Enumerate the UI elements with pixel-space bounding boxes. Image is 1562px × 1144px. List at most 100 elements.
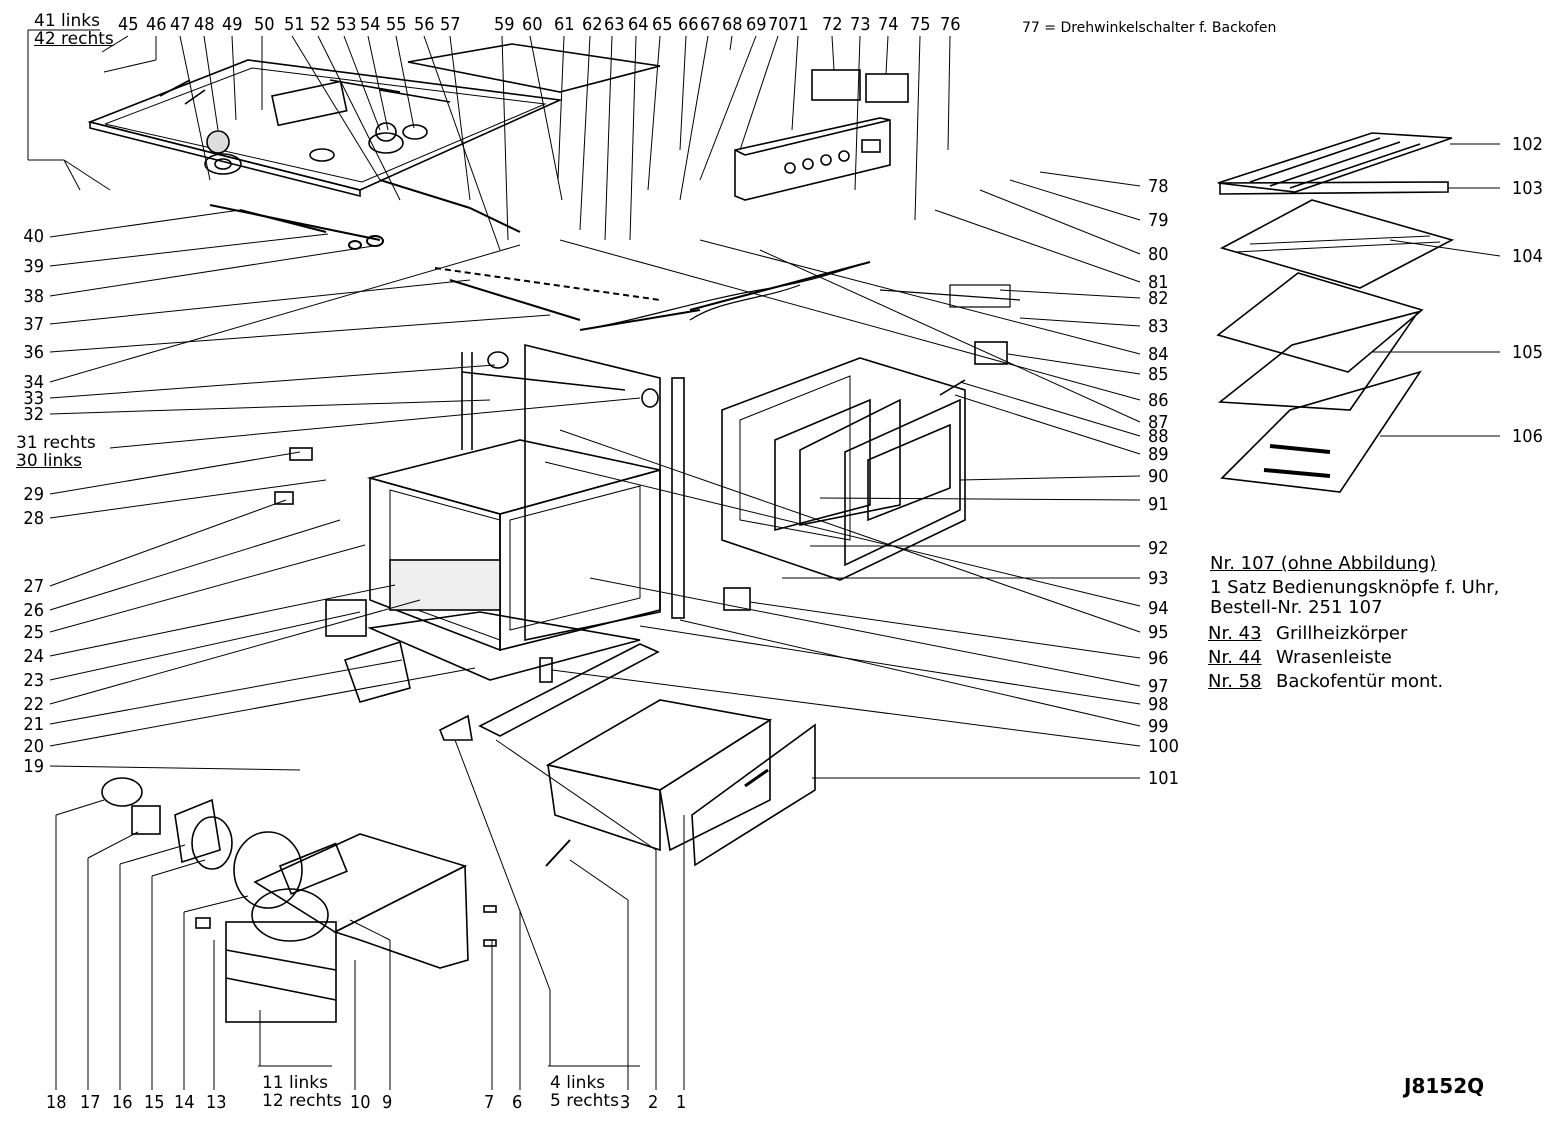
callout-54: 54 [360,14,381,35]
legend-nr-43: Nr. 43 [1208,623,1262,644]
callout-85: 85 [1148,364,1169,385]
diagram-id: J8152Q [1404,1074,1485,1098]
top-panel-drawing [407,43,661,93]
callout-79: 79 [1148,210,1169,231]
callout-100: 100 [1148,736,1179,757]
group-label-31-30: 31 rechts 30 links [16,434,96,470]
callout-20: 20 [23,736,44,757]
callout-83: 83 [1148,316,1169,337]
callout-48: 48 [194,14,215,35]
drawer-drawing [478,643,816,867]
callout-68: 68 [722,14,743,35]
callout-69: 69 [746,14,767,35]
callout-49: 49 [222,14,243,35]
callout-57: 57 [440,14,461,35]
callout-84: 84 [1148,344,1169,365]
callout-51: 51 [284,14,305,35]
callout-50: 50 [254,14,275,35]
callout-98: 98 [1148,694,1169,715]
callout-88: 88 [1148,426,1169,447]
callout-81: 81 [1148,272,1169,293]
callout-33: 33 [23,388,44,409]
legend-107-head: Nr. 107 (ohne Abbildung) [1210,553,1437,574]
callout-7: 7 [484,1092,495,1113]
callout-24: 24 [23,646,44,667]
callout-39: 39 [23,256,44,277]
callout-71: 71 [788,14,809,35]
callout-61: 61 [554,14,575,35]
callout-15: 15 [144,1092,165,1113]
callout-106: 106 [1512,426,1543,447]
callout-45: 45 [118,14,139,35]
callout-55: 55 [386,14,407,35]
callout-97: 97 [1148,676,1169,697]
leader-lines [27,29,1501,1090]
callout-17: 17 [80,1092,101,1113]
callout-103: 103 [1512,178,1543,199]
callout-38: 38 [23,286,44,307]
callout-21: 21 [23,714,44,735]
callout-3: 3 [620,1092,631,1113]
callout-36: 36 [23,342,44,363]
group-label-42: 42 rechts [34,29,114,49]
callout-87: 87 [1148,412,1169,433]
callout-26: 26 [23,600,44,621]
callout-19: 19 [23,756,44,777]
callout-59: 59 [494,14,515,35]
callout-73: 73 [850,14,871,35]
callout-66: 66 [678,14,699,35]
callout-86: 86 [1148,390,1169,411]
group-label-4: 4 links [550,1073,606,1093]
callout-93: 93 [1148,568,1169,589]
legend-nr-58: Nr. 58 [1208,671,1262,692]
group-label-5: 5 rechts [550,1091,619,1111]
cooktop-drawing [87,59,563,198]
oven-body-drawing [366,343,685,681]
callout-78: 78 [1148,176,1169,197]
callout-104: 104 [1512,246,1543,267]
callout-80: 80 [1148,244,1169,265]
callout-27: 27 [23,576,44,597]
legend-text-43: Grillheizkörper [1276,623,1408,644]
callout-14: 14 [174,1092,195,1113]
legend-107-line1: 1 Satz Bedienungsknöpfe f. Uhr, [1210,577,1500,598]
misc-parts-drawing [195,341,1008,947]
callout-63: 63 [604,14,625,35]
callout-64: 64 [628,14,649,35]
note-77: 77 = Drehwinkelschalter f. Backofen [1022,20,1277,36]
callout-67: 67 [700,14,721,35]
callout-94: 94 [1148,598,1169,619]
side-rack-drawing [461,351,659,450]
callout-47: 47 [170,14,191,35]
callout-95: 95 [1148,622,1169,643]
callout-23: 23 [23,670,44,691]
callout-82: 82 [1148,288,1169,309]
legend-text-44: Wrasenleiste [1276,647,1392,668]
callout-6: 6 [512,1092,523,1113]
legend-text-58: Backofentür mont. [1276,671,1444,692]
callout-62: 62 [582,14,603,35]
callout-40: 40 [23,226,44,247]
callout-53: 53 [336,14,357,35]
callout-76: 76 [940,14,961,35]
callout-16: 16 [112,1092,133,1113]
callout-65: 65 [652,14,673,35]
callout-60: 60 [522,14,543,35]
callout-52: 52 [310,14,331,35]
callout-9: 9 [382,1092,393,1113]
trays-drawing [1216,132,1455,493]
callout-22: 22 [23,694,44,715]
callout-72: 72 [822,14,843,35]
callout-32: 32 [23,404,44,425]
callout-74: 74 [878,14,899,35]
group-label-4-5: 4 links 5 rechts [550,1074,619,1110]
oven-door-drawing [721,357,966,581]
callout-25: 25 [23,622,44,643]
group-label-30: 30 links [16,451,82,471]
callout-34: 34 [23,372,44,393]
control-panel-drawing [734,69,909,201]
callout-102: 102 [1512,134,1543,155]
callout-70: 70 [768,14,789,35]
